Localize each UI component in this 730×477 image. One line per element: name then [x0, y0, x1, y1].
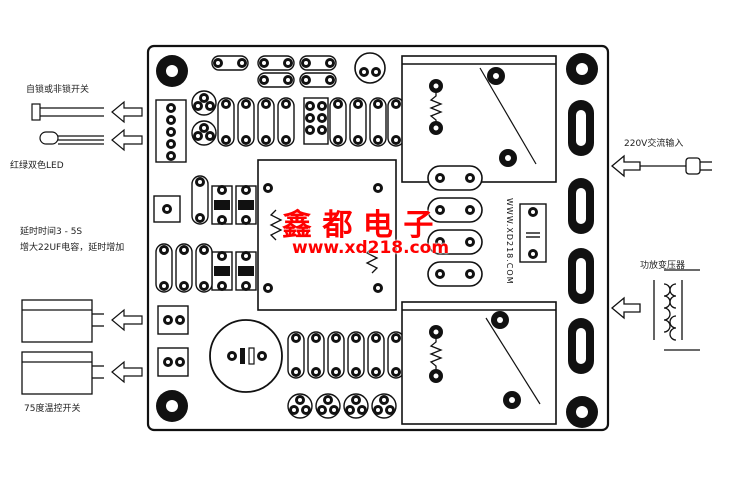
upper-resistors	[217, 97, 405, 147]
cap-delay-label: 增大22UF电容，延时增加	[20, 243, 125, 253]
latch-switch-drawing	[31, 103, 104, 145]
arrows-left-top	[111, 100, 143, 152]
thermal-switch-label: 75度温控开关	[24, 404, 81, 414]
transformer-symbol	[610, 269, 700, 351]
relay-lower	[401, 301, 557, 425]
small-capacitor	[354, 52, 386, 84]
delay-time-label: 延时时间3 - 5S	[20, 227, 83, 237]
thermal-switch-drawing	[21, 299, 104, 395]
brand-url: www.xd218.com	[292, 238, 450, 258]
middle-slots	[427, 165, 483, 287]
arrows-left-bottom	[111, 308, 143, 384]
mounting-holes	[156, 53, 598, 428]
brand-name: 鑫 都 电 子	[282, 208, 434, 243]
latch-switch-label: 自锁或非锁开关	[26, 85, 90, 95]
transformer-block	[257, 159, 397, 311]
lower-resistors	[287, 331, 405, 379]
power-transformer-label: 功放变压器	[640, 261, 686, 271]
board-url-mark: WWW.XD218.COM	[505, 198, 514, 285]
large-capacitor	[209, 319, 283, 393]
led-label: 红绿双色LED	[10, 161, 64, 171]
ac-plug-drawing	[610, 154, 712, 178]
relay-upper	[401, 55, 557, 183]
ac-input-label: 220V交流输入	[624, 139, 684, 149]
